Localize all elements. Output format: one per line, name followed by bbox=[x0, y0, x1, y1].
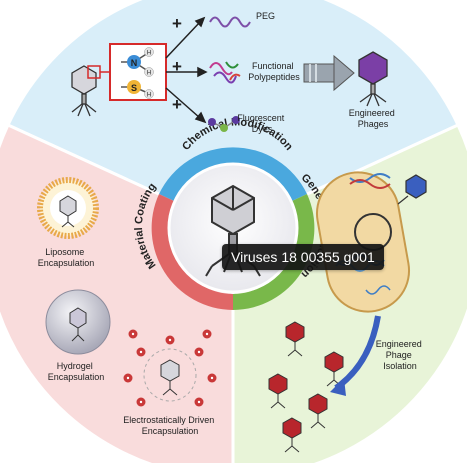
engineered-phages-label: Engineered Phages bbox=[349, 108, 398, 129]
amine-group-icon: N H H bbox=[121, 47, 154, 77]
reaction-arrows bbox=[165, 16, 208, 124]
hydrogel-encapsulation-label: Hydrogel Encapsulation bbox=[48, 361, 105, 382]
chem-small-phage-icon bbox=[71, 65, 97, 117]
svg-text:H: H bbox=[147, 93, 151, 99]
engineered-phage-cluster bbox=[268, 321, 344, 453]
plus-sign-peg: + bbox=[172, 14, 182, 33]
liposome-encapsulation-label: Liposome Encapsulation bbox=[38, 247, 95, 268]
thiol-group-icon: S H bbox=[121, 80, 154, 99]
bacterium-icon bbox=[315, 171, 411, 313]
image-caption-tooltip: Viruses 18 00355 g001 bbox=[222, 244, 384, 270]
hydrogel-icon bbox=[45, 289, 111, 355]
svg-text:H: H bbox=[147, 71, 151, 77]
peg-label: PEG bbox=[256, 11, 275, 21]
process-arrow bbox=[303, 54, 355, 92]
svg-text:S: S bbox=[131, 83, 137, 93]
isolation-arrow bbox=[330, 315, 381, 396]
liposome-icon bbox=[37, 177, 99, 239]
fluorescent-dyes-label: Fluorescent Dyes bbox=[237, 113, 287, 134]
material-ring-segment bbox=[151, 194, 233, 310]
engineered-phage-isolation-label: Engineered Phage Isolation bbox=[376, 339, 425, 371]
electrostatic-particles-icon bbox=[123, 329, 217, 407]
fluorescent-dye-icon bbox=[208, 116, 240, 132]
plus-sign-polypeptides: + bbox=[172, 57, 182, 76]
functional-polypeptides-label: Functional Polypeptides bbox=[248, 61, 300, 82]
incoming-phage-icon bbox=[397, 174, 427, 205]
electrostatic-encapsulation-label: Electrostatically Driven Encapsulation bbox=[123, 415, 217, 436]
chemical-ring-segment bbox=[159, 147, 307, 201]
peg-chain-icon bbox=[209, 16, 251, 28]
svg-text:H: H bbox=[147, 51, 151, 57]
polypeptide-icon bbox=[209, 61, 241, 84]
plus-sign-dyes: + bbox=[172, 95, 182, 114]
genetic-ring-segment bbox=[233, 194, 315, 310]
engineered-phage-icon bbox=[358, 51, 388, 107]
svg-text:N: N bbox=[131, 58, 138, 68]
